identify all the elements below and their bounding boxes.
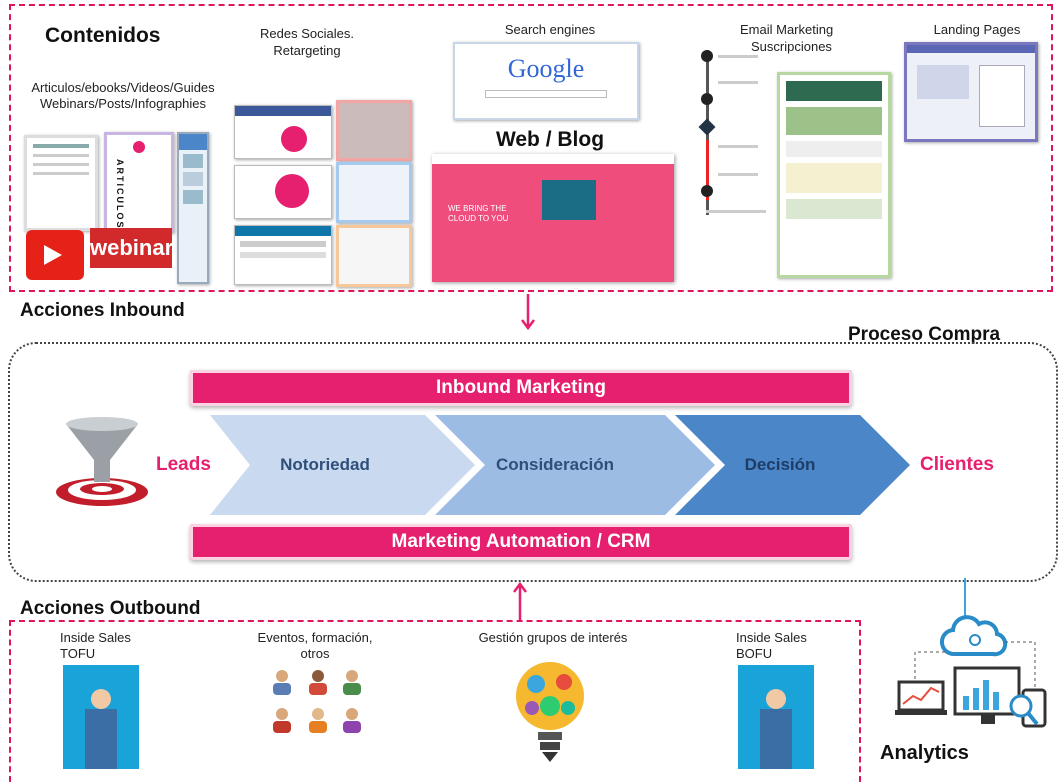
social-thumbnail-4 xyxy=(336,162,412,223)
email-marketing-label-1: Email Marketing xyxy=(740,22,834,37)
contenidos-title: Contenidos xyxy=(45,24,161,47)
contenidos-subtitle-1: Articulos/ebooks/Videos/Guides xyxy=(31,80,215,95)
person-icon xyxy=(343,670,361,695)
redes-label-2: Retargeting xyxy=(273,43,341,58)
person-icon xyxy=(309,708,327,733)
stage-consideracion-shape xyxy=(435,415,715,515)
web-blog-screenshot: WE BRING THE CLOUD TO YOU xyxy=(432,154,674,282)
social-thumbnail-6 xyxy=(336,225,412,287)
contenidos-subtitle-2: Webinars/Posts/Infographies xyxy=(40,96,206,111)
leads-label: Leads xyxy=(156,454,211,475)
inbound-marketing-bar: Inbound Marketing xyxy=(190,370,852,406)
social-thumbnail-1 xyxy=(234,105,332,159)
webinar-badge: webinar xyxy=(90,228,173,268)
sales-rep-bofu-image xyxy=(738,665,814,769)
google-search-box: Google xyxy=(453,42,639,120)
google-logo: Google xyxy=(507,54,585,83)
stage-consideracion: Consideración xyxy=(495,455,615,474)
clientes-label: Clientes xyxy=(920,454,994,475)
landing-page-thumbnail xyxy=(904,42,1038,142)
articulos-thumbnail: ARTICULOS xyxy=(104,132,174,233)
eventos-label-2: otros xyxy=(300,646,330,661)
acciones-outbound-label: Acciones Outbound xyxy=(20,598,201,619)
lightbulb-ideas-icon xyxy=(510,652,590,766)
stage-decision-shape xyxy=(675,415,910,515)
analytics-label: Analytics xyxy=(880,742,969,764)
articulos-label: ARTICULOS xyxy=(115,159,125,230)
stage-notoriedad: Notoriedad xyxy=(280,455,370,474)
stage-notoriedad-shape xyxy=(210,415,475,515)
contenidos-box xyxy=(9,4,1053,292)
social-thumbnail-3 xyxy=(234,165,332,219)
inbound-down-arrow xyxy=(520,294,535,332)
inside-sales-bofu-2: BOFU xyxy=(736,646,773,661)
email-marketing-label-2: Suscripciones xyxy=(751,39,832,54)
outbound-box xyxy=(9,620,861,782)
analytics-connector-line xyxy=(964,578,966,618)
inside-sales-tofu-2: TOFU xyxy=(60,646,96,661)
stage-decision: Decisión xyxy=(744,455,816,474)
funnel-target-icon xyxy=(52,416,152,508)
person-icon xyxy=(273,708,291,733)
person-icon xyxy=(309,670,327,695)
people-group-icon xyxy=(264,666,374,766)
person-icon xyxy=(273,670,291,695)
outbound-up-arrow xyxy=(512,580,528,620)
social-thumbnail-5 xyxy=(234,225,332,285)
eventos-label-1: Eventos, formación, xyxy=(257,630,373,645)
inside-sales-tofu-1: Inside Sales xyxy=(60,630,131,645)
youtube-icon xyxy=(26,230,84,280)
search-engines-label: Search engines xyxy=(504,22,596,37)
email-workflow-diagram xyxy=(696,45,776,225)
gestion-label: Gestión grupos de interés xyxy=(478,630,628,645)
acciones-inbound-label: Acciones Inbound xyxy=(20,300,185,321)
stage-chevrons xyxy=(210,415,910,515)
inside-sales-bofu-1: Inside Sales xyxy=(736,630,807,645)
redes-label-1: Redes Sociales. xyxy=(260,26,354,41)
proceso-compra-label: Proceso Compra xyxy=(848,324,1001,345)
web-hero-text: WE BRING THE CLOUD TO YOU xyxy=(448,204,509,223)
web-blog-title: Web / Blog xyxy=(495,128,605,151)
infographic-thumbnail xyxy=(177,132,209,284)
email-newsletter-thumbnail xyxy=(777,72,891,278)
proceso-compra-box xyxy=(8,342,1058,582)
landing-pages-label: Landing Pages xyxy=(933,22,1021,37)
social-thumbnail-2 xyxy=(336,100,412,161)
marketing-automation-bar: Marketing Automation / CRM xyxy=(190,524,852,560)
ebook-thumbnail xyxy=(24,135,98,231)
person-icon xyxy=(343,708,361,733)
sales-rep-tofu-image xyxy=(63,665,139,769)
analytics-devices-icon xyxy=(895,612,1055,742)
